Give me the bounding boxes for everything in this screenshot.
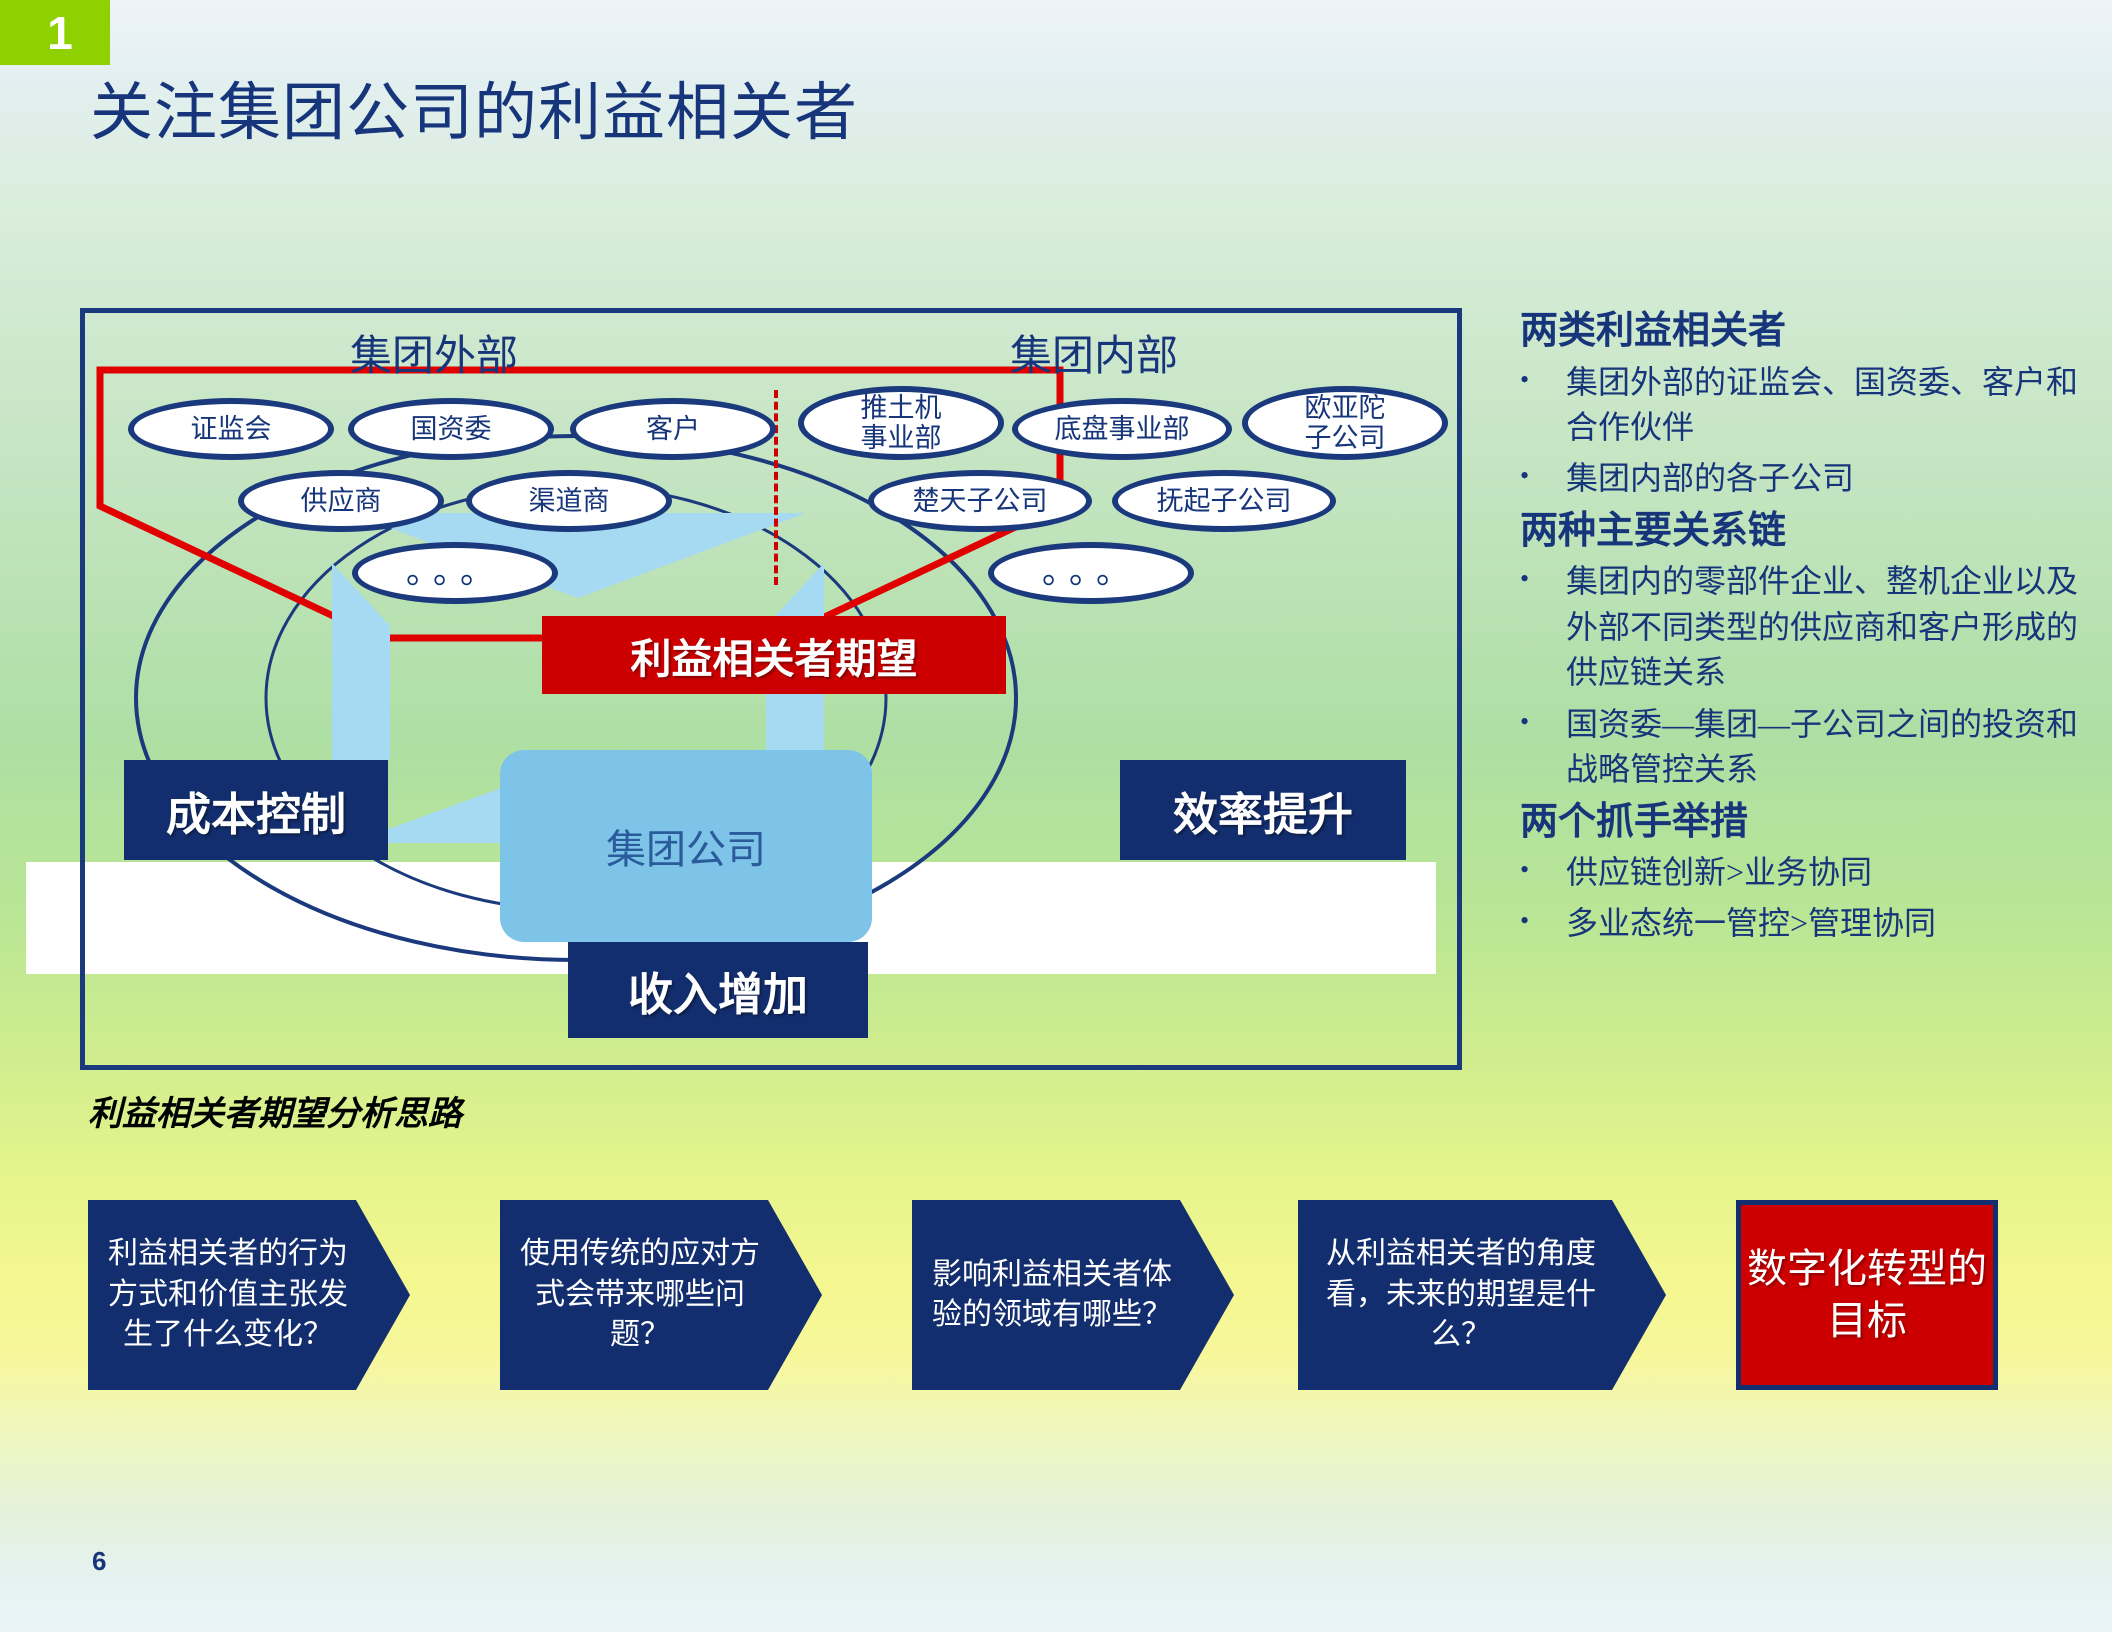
bullet-icon: •	[1520, 906, 1530, 936]
inside-outside-divider	[774, 390, 778, 585]
process-step-2[interactable]: 使用传统的应对方式会带来哪些问题？	[500, 1200, 822, 1390]
note-heading-1: 两类利益相关者	[1520, 310, 1787, 352]
arrow-down	[350, 513, 806, 598]
node-inside-more[interactable]: 。。。	[988, 542, 1194, 604]
node-outside-more[interactable]: 。。。	[352, 542, 558, 604]
group-label-inside: 集团内部	[1010, 334, 1179, 380]
node-chassis-division[interactable]: 底盘事业部	[1012, 398, 1232, 460]
bullet-icon: •	[1520, 855, 1530, 884]
arrow-left	[332, 563, 390, 820]
node-supplier[interactable]: 供应商	[238, 470, 444, 532]
note-item: • 供应链创新>业务协同	[1520, 850, 2080, 895]
bullet-icon: •	[1520, 461, 1530, 491]
node-chutian-subsidiary[interactable]: 楚天子公司	[868, 470, 1092, 532]
process-step-1[interactable]: 利益相关者的行为方式和价值主张发生了什么变化？	[88, 1200, 410, 1390]
node-sasac[interactable]: 国资委	[348, 398, 554, 460]
section-number-badge: 1	[0, 0, 110, 65]
note-item: • 集团内的零部件企业、整机企业以及外部不同类型的供应商和客户形成的供应链关系	[1520, 559, 2080, 695]
process-goal[interactable]: 数字化转型的目标	[1736, 1200, 1998, 1390]
stakeholder-diagram-frame	[80, 308, 1462, 1070]
node-channel[interactable]: 渠道商	[466, 470, 672, 532]
group-label-outside: 集团外部	[350, 334, 519, 380]
section-number: 1	[47, 6, 73, 59]
process-step-4[interactable]: 从利益相关者的角度看，未来的期望是什么？	[1298, 1200, 1666, 1390]
note-item: • 多业态统一管控>管理协同	[1520, 901, 2080, 946]
note-heading-3: 两个抓手举措	[1520, 800, 1749, 843]
center-group-company[interactable]: 集团公司	[500, 750, 872, 942]
bullet-icon: •	[1520, 706, 1530, 736]
bullet-icon: •	[1520, 564, 1530, 594]
note-item: • 国资委—集团—子公司之间的投资和战略管控关系	[1520, 702, 2080, 793]
page-title: 关注集团公司的利益相关者	[90, 78, 858, 148]
node-customer[interactable]: 客户	[570, 398, 776, 460]
node-ouyatuo-subsidiary[interactable]: 欧亚陀 子公司	[1242, 386, 1448, 460]
expectation-banner[interactable]: 利益相关者期望	[542, 616, 1006, 694]
note-heading-2: 两种主要关系链	[1520, 509, 1787, 552]
node-fuqi-subsidiary[interactable]: 抚起子公司	[1112, 470, 1336, 532]
node-csrc[interactable]: 证监会	[128, 398, 334, 460]
notes-panel: 两类利益相关者 • 集团外部的证监会、国资委、客户和合作伙伴 • 集团内部的各子…	[1520, 308, 2080, 953]
lever-efficiency[interactable]: 效率提升	[1120, 760, 1406, 860]
bullet-icon: •	[1520, 364, 1530, 394]
node-bulldozer-division[interactable]: 推土机 事业部	[798, 386, 1004, 460]
page-number: 6	[92, 1546, 107, 1576]
process-caption: 利益相关者期望分析思路	[88, 1096, 462, 1133]
note-item: • 集团内部的各子公司	[1520, 456, 2080, 501]
process-step-3[interactable]: 影响利益相关者体验的领域有哪些？	[912, 1200, 1234, 1390]
lever-revenue[interactable]: 收入增加	[568, 942, 868, 1038]
lever-cost-control[interactable]: 成本控制	[124, 760, 388, 860]
note-item: • 集团外部的证监会、国资委、客户和合作伙伴	[1520, 360, 2080, 451]
